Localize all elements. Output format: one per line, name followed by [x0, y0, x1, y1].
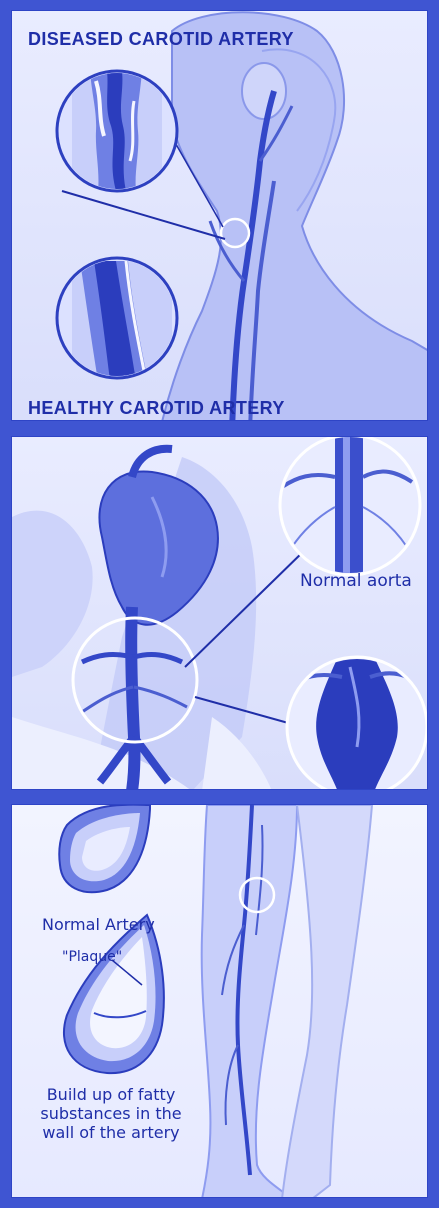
head-neck-illustration	[12, 11, 428, 421]
aneurysm-aorta-magnifier	[287, 647, 427, 790]
caption-line-3: wall of the artery	[26, 1123, 196, 1142]
plaque-label: "Plaque"	[62, 949, 122, 965]
normal-artery-cross-section	[59, 805, 150, 892]
caption-line-1: Build up of fatty	[26, 1085, 196, 1104]
leg-panel: Normal Artery "Plaque" Build up of fatty…	[11, 804, 428, 1198]
normal-aorta-label: Normal aorta	[300, 571, 412, 591]
healthy-carotid-title: HEALTHY CAROTID ARTERY	[28, 398, 285, 419]
caption-line-2: substances in the	[26, 1104, 196, 1123]
carotid-panel: DISEASED CAROTID ARTERY HEALTHY CAROTID …	[11, 10, 428, 421]
plaque-caption: Build up of fatty substances in the wall…	[26, 1085, 196, 1142]
normal-aorta-magnifier	[280, 437, 420, 587]
normal-artery-label: Normal Artery	[42, 915, 155, 934]
healthy-artery-magnifier	[57, 258, 177, 381]
diseased-carotid-title: DISEASED CAROTID ARTERY	[28, 29, 294, 50]
plaque-artery-cross-section	[64, 915, 164, 1073]
torso-aorta-illustration	[12, 437, 428, 790]
diseased-artery-magnifier	[57, 71, 177, 191]
aorta-panel: Normal aorta	[11, 436, 428, 790]
